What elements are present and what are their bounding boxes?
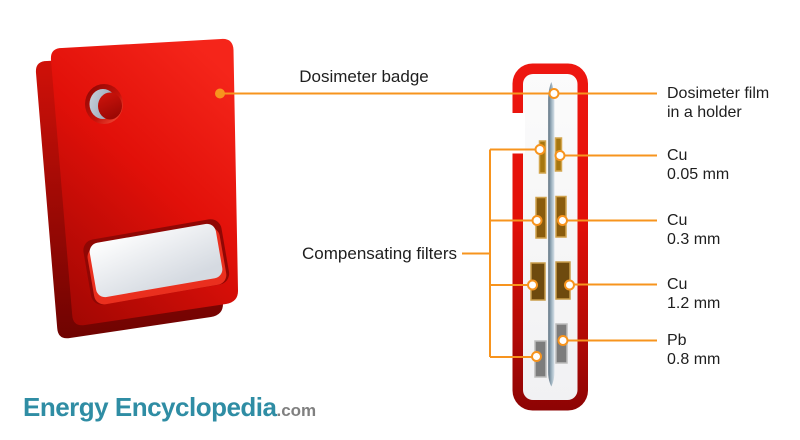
- cu-03-thickness: 0.3 mm: [667, 231, 721, 248]
- cu-03-left-anchor-dot: [531, 215, 543, 226]
- energy-encyclopedia-logo: Energy Encyclopedia.com: [23, 392, 316, 423]
- cu-005-material: Cu: [667, 147, 688, 164]
- cu-12-material: Cu: [667, 276, 688, 293]
- dosimeter-badge-illustration: [35, 38, 239, 339]
- logo-text: Energy Encyclopedia: [23, 392, 277, 422]
- cu-12-thickness: 1.2 mm: [667, 295, 721, 312]
- pb-right-anchor-dot: [557, 335, 569, 346]
- pb-material: Pb: [667, 332, 687, 349]
- cu-005-label: Cu 0.05 mm: [667, 146, 729, 184]
- holder-outline: [512, 63, 588, 411]
- cu-03-right-anchor-dot: [557, 215, 568, 226]
- cu-005-filter-left: [538, 140, 547, 174]
- holder-wall-gap: [510, 113, 525, 154]
- pb-thickness: 0.8 mm: [667, 351, 721, 368]
- cu-03-label: Cu 0.3 mm: [667, 211, 720, 249]
- filters-bracket: [462, 148, 540, 358]
- badge-hole: [85, 84, 123, 124]
- cu-005-right-anchor-dot: [554, 150, 566, 161]
- cu-03-material: Cu: [667, 212, 688, 229]
- badge-anchor-dot: [215, 88, 225, 99]
- cu-12-left-anchor-dot: [527, 279, 538, 291]
- film-strip: [548, 82, 555, 387]
- compensating-filters-label: Compensating filters: [302, 244, 457, 263]
- cu-005-thickness: 0.05 mm: [667, 166, 730, 183]
- film-anchor-dot: [548, 88, 560, 99]
- logo-suffix: .com: [276, 401, 317, 420]
- cu-12-label: Cu 1.2 mm: [667, 275, 720, 313]
- pb-label: Pb 0.8 mm: [667, 331, 720, 369]
- pb-left-anchor-dot: [531, 351, 542, 362]
- dosimeter-film-label-line1: Dosimeter film: [667, 85, 770, 102]
- dosimeter-film-label: Dosimeter film in a holder: [667, 84, 769, 122]
- badge-label-window: [83, 219, 230, 305]
- dosimeter-film-label-line2: in a holder: [667, 104, 742, 121]
- cu-12-right-anchor-dot: [564, 279, 575, 291]
- cu-005-left-anchor-dot: [534, 144, 546, 155]
- dosimeter-badge-label: Dosimeter badge: [299, 67, 429, 86]
